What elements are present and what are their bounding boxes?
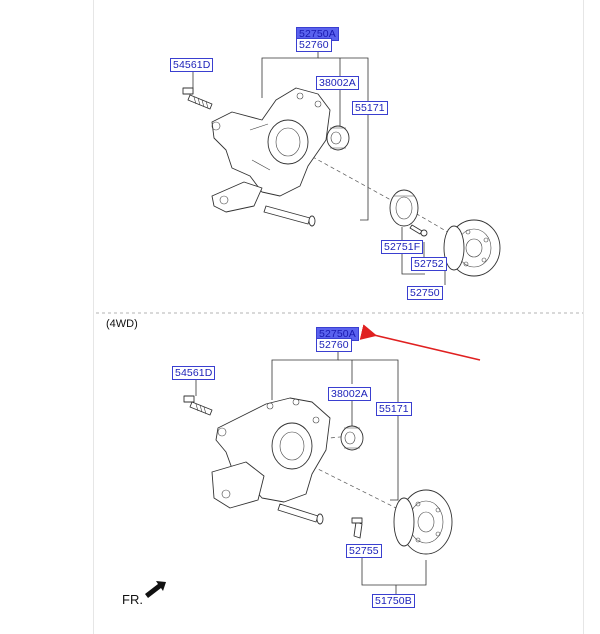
top-hub-assembly-part [443,219,501,277]
bottom-label-bolt[interactable]: 54561D [172,366,216,380]
bottom-knuckle-part [211,397,331,509]
top-axis-lines [299,134,471,246]
bottom-hub-assembly-part [393,489,453,555]
bottom-label-bushing[interactable]: 38002A [328,387,371,401]
top-hub-bolt-part [409,224,428,237]
bottom-label-hub-assembly[interactable]: 51750B [372,594,415,608]
top-label-bolt[interactable]: 54561D [170,58,214,72]
frame-right-rule [583,0,584,634]
top-hub-cap-part [389,189,419,227]
top-pin-part [263,205,316,227]
bottom-hub-bolt-part [351,517,363,539]
annotation-arrow [359,324,481,361]
bottom-label-bracket[interactable]: 55171 [376,402,412,416]
bottom-bolt-part [183,395,213,416]
top-knuckle-part [211,87,331,213]
bottom-pin-part [277,503,324,525]
top-label-hub-cap[interactable]: 52751F [381,240,424,254]
top-label-hub-assembly[interactable]: 52750 [407,286,443,300]
top-bolt-part [182,87,213,110]
bottom-leader-lines [195,348,427,594]
bottom-label-knuckle-highlight[interactable]: 52750A [316,327,359,341]
top-label-hub-bolt[interactable]: 52752 [411,257,447,271]
top-label-knuckle[interactable]: 52760 [296,38,332,52]
bottom-label-hub-bolt[interactable]: 52755 [346,544,382,558]
top-bushing-part [326,125,350,151]
frame-left-rule [93,0,94,634]
bottom-section-title: (4WD) [106,318,138,330]
top-label-bracket[interactable]: 55171 [352,101,388,115]
front-direction-label: FR. [122,592,143,607]
front-direction-arrow-icon [145,581,166,598]
bottom-label-knuckle[interactable]: 52760 [316,338,352,352]
bottom-bushing-part [340,425,364,451]
top-label-bushing[interactable]: 38002A [316,76,359,90]
bottom-axis-lines [299,435,421,521]
